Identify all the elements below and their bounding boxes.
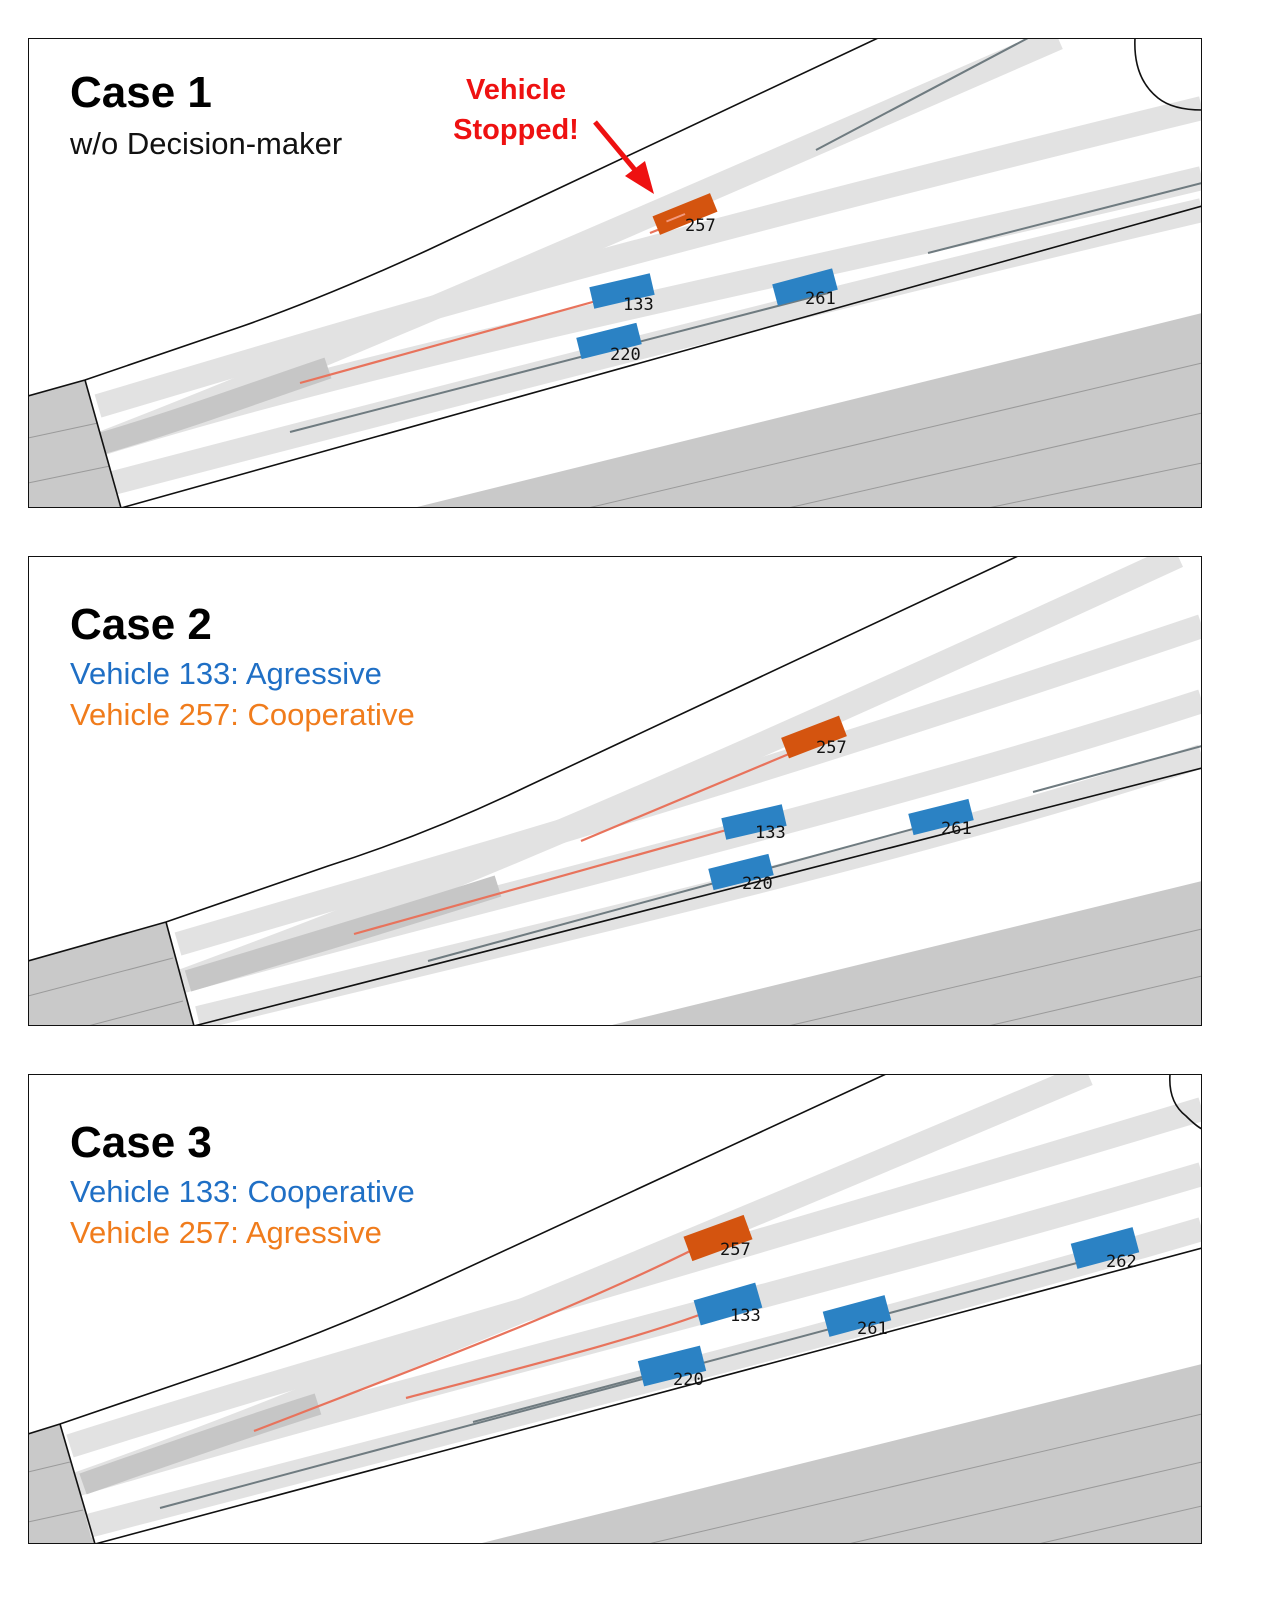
vehicle-257 <box>781 715 847 759</box>
case-subtitle: Vehicle 257: Cooperative <box>70 697 415 732</box>
vehicle-261 <box>822 1295 892 1337</box>
vehicle-label: 257 <box>720 1240 751 1260</box>
vehicle-label: 220 <box>673 1370 704 1390</box>
vehicle-label: 257 <box>816 738 847 758</box>
offroad-line <box>28 957 174 997</box>
offroad-area <box>28 380 121 508</box>
road-boundary <box>1134 38 1202 111</box>
offroad-line <box>787 928 1202 1026</box>
offroad-line <box>1037 1505 1202 1544</box>
offroad-line <box>28 422 99 439</box>
stopped-callout: Vehicle Stopped! <box>430 70 602 150</box>
offroad-line <box>28 1461 71 1473</box>
road-boundary <box>1169 1074 1202 1130</box>
offroad-line <box>28 465 111 484</box>
stop-line <box>84 379 122 508</box>
road-boundary <box>193 767 1202 1026</box>
trajectory-257 <box>253 1236 719 1433</box>
vehicle-label: 220 <box>742 874 773 894</box>
case-title: Case 1 <box>70 68 212 117</box>
case-subtitle: w/o Decision-maker <box>70 126 343 161</box>
lane-shade <box>99 357 332 454</box>
offroad-area <box>608 881 1202 1026</box>
case-1-road-scene: 257 133 261 220 <box>28 38 1202 508</box>
case-title: Case 3 <box>70 1118 212 1167</box>
lane-centerline <box>815 38 1029 151</box>
offroad-line <box>647 1413 1202 1544</box>
lane-shade <box>184 875 502 992</box>
callout-line: Stopped! <box>453 114 579 146</box>
vehicle-220 <box>637 1345 707 1387</box>
road-boundary <box>120 205 1202 508</box>
offroad-line <box>587 362 1202 508</box>
case-subtitle: Vehicle 257: Agressive <box>70 1215 382 1250</box>
case-2-road-scene: 257 133 261 220 <box>28 556 1202 1026</box>
offroad-area <box>478 1364 1202 1544</box>
vehicle-label: 133 <box>755 823 786 843</box>
case-1-panel: 257 133 261 220 Case 1 w/o Decision-make… <box>28 38 1202 508</box>
lane-centerline <box>1032 745 1202 793</box>
offroad-area <box>413 313 1202 508</box>
vehicle-220 <box>576 322 642 360</box>
vehicle-133 <box>721 804 787 840</box>
road-boundary <box>28 556 1019 962</box>
lane-shade <box>79 1393 322 1495</box>
vehicle-label: 262 <box>1106 1252 1137 1272</box>
offroad-line <box>987 462 1202 508</box>
lane-centerline <box>427 813 969 962</box>
vehicle-label: 257 <box>685 216 716 236</box>
trajectory-133 <box>405 1304 724 1400</box>
stop-line <box>59 1423 96 1544</box>
trajectory-133 <box>353 822 749 936</box>
offroad-line <box>28 1509 84 1523</box>
case-subtitle: Vehicle 133: Cooperative <box>70 1174 415 1209</box>
callout-arrow-shaft <box>593 120 642 178</box>
offroad-line <box>987 975 1202 1026</box>
vehicle-220 <box>708 853 774 891</box>
offroad-line <box>787 412 1202 508</box>
lane-centerline <box>159 1251 1119 1509</box>
offroad-line <box>87 1000 184 1026</box>
vehicle-262 <box>1070 1227 1140 1269</box>
trajectory-133 <box>299 293 619 385</box>
vehicle-label: 261 <box>941 819 972 839</box>
offroad-line <box>847 1461 1202 1544</box>
vehicle-label: 261 <box>805 289 836 309</box>
road-boundary <box>94 1247 1202 1544</box>
vehicle-257 <box>652 193 718 235</box>
lane-centerline <box>927 182 1202 254</box>
vehicle-label: 133 <box>623 295 654 315</box>
vehicle-label: 261 <box>857 1319 888 1339</box>
vehicle-133 <box>693 1282 763 1326</box>
lane-centerline <box>289 292 829 433</box>
case-3-panel: 257 133 261 262 220 Case 3 Vehicle 133: … <box>28 1074 1202 1544</box>
case-3-road-scene: 257 133 261 262 220 <box>28 1074 1202 1544</box>
vehicle-133 <box>589 273 655 309</box>
lane <box>109 198 1202 495</box>
road-boundary <box>28 1074 887 1435</box>
case-2-panel: 257 133 261 220 Case 2 Vehicle 133: Agre… <box>28 556 1202 1026</box>
lane-centerline <box>472 1369 669 1423</box>
road-boundary <box>28 38 879 397</box>
vehicle-257 <box>683 1214 753 1262</box>
offroad-area <box>28 1424 95 1544</box>
callout-arrow-icon <box>625 161 654 194</box>
stop-line <box>165 921 195 1026</box>
vehicle-261 <box>772 268 838 306</box>
trajectory-257 <box>580 744 809 843</box>
vehicle-261 <box>908 798 974 836</box>
case-subtitle: Vehicle 133: Agressive <box>70 656 382 691</box>
case-title: Case 2 <box>70 600 212 649</box>
vehicle-label: 133 <box>730 1306 761 1326</box>
callout-line: Vehicle <box>466 74 566 106</box>
lane <box>178 556 1184 993</box>
vehicle-label: 220 <box>610 345 641 365</box>
